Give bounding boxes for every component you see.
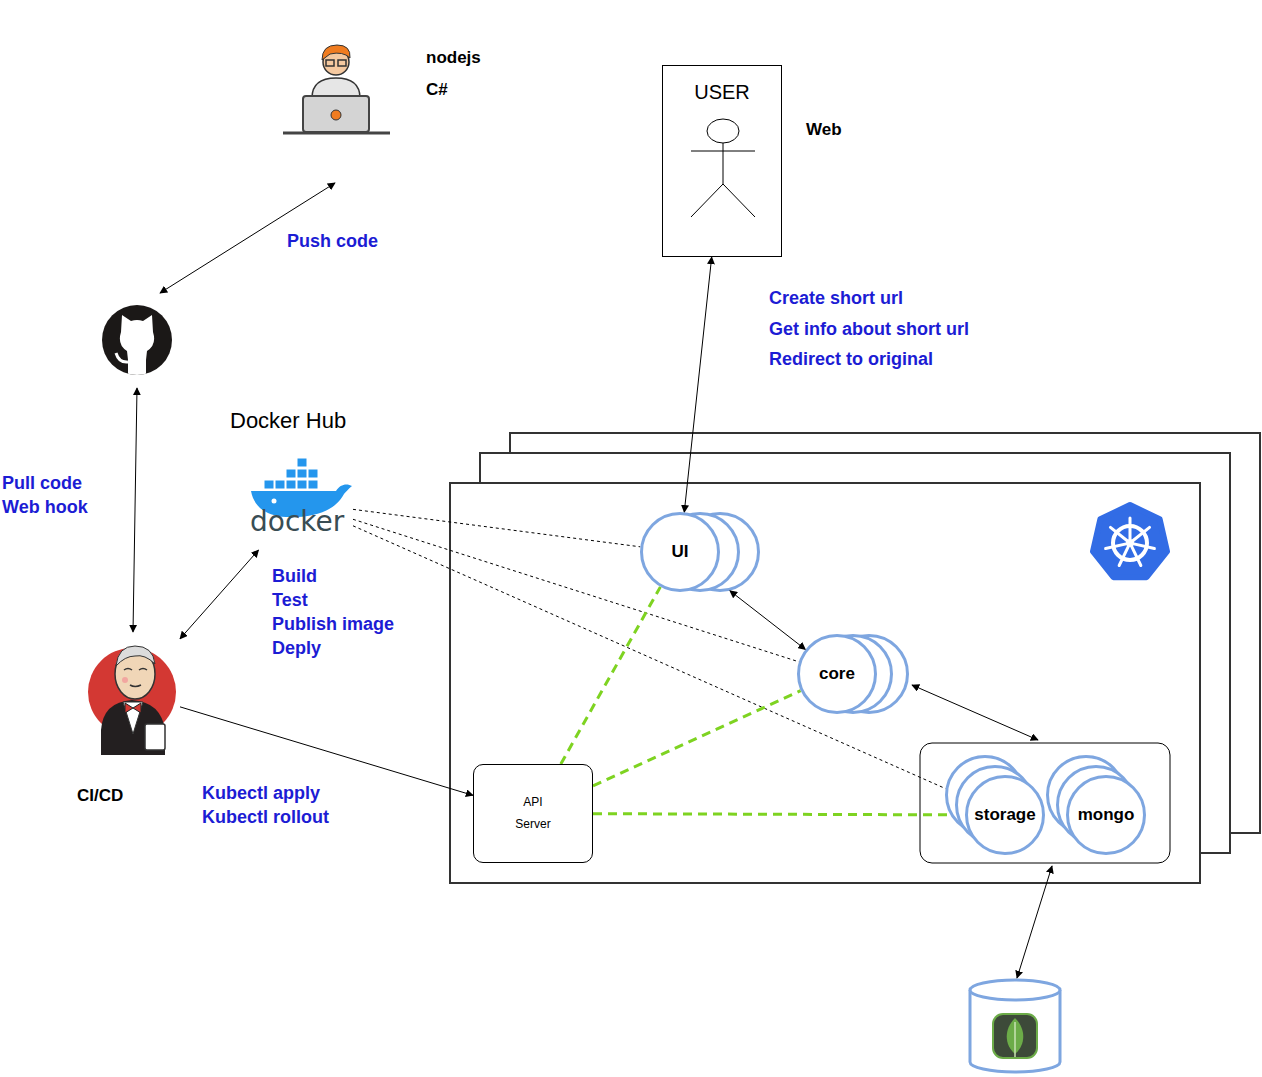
kubernetes-logo [1093,505,1167,577]
tech-stack-note: nodejsC# [426,45,516,109]
jenkins-cicd: CI/CD [85,630,180,755]
build-connector [180,550,259,639]
db-arrow [1017,866,1052,978]
cluster-frame [450,483,1200,883]
node-heading: Docker Hub [230,408,346,434]
database-cylinder [970,980,1060,1072]
action-label: Get info about short url [769,318,969,340]
action-label: Create short url [769,287,903,309]
core-service: core [797,634,877,714]
node-icon [248,455,353,550]
control-plane-line [561,587,661,764]
pull-arrow [133,388,137,632]
user-actor-box: USER [662,65,782,257]
ui-service: UI [640,512,720,592]
docker-hub-registry: Docker Hub [248,455,353,550]
service-connector [730,591,806,650]
control-plane-line [593,691,801,786]
docker-whale [248,455,353,515]
data-arrow [912,685,1038,740]
step-label: Kubectl rollout [202,806,329,828]
node-label: core [819,664,855,684]
step-label: Build [272,565,317,587]
request-connector [684,257,711,512]
node-label: storage [974,805,1035,825]
step-label: Web hook [2,496,88,518]
push-arrow [160,183,335,293]
channel-label: Web [806,119,842,141]
node-label: API Server [511,792,555,835]
pod-group-box [920,743,1170,863]
step-label: Test [272,589,308,611]
developer-icon [283,45,390,133]
node-label: mongo [1078,805,1135,825]
jenkins-butler [85,630,180,755]
action-label: Redirect to original [769,348,933,370]
image-pull-line [353,509,640,546]
step-label: Push code [287,230,378,252]
image-pull-line [353,519,799,662]
step-label: Deply [272,637,321,659]
deploy-connector [180,707,473,796]
api-server-box: API Server [473,764,593,863]
node-label: UI [672,542,689,562]
node-heading: CI/CD [77,786,123,806]
node-label: nodejs [426,45,516,71]
node-label: C# [426,77,516,103]
mongo-service: mongo [1066,775,1146,855]
storage-service: storage [965,775,1045,855]
node-icon [85,630,180,755]
step-label: Pull code [2,472,82,494]
step-label: Kubectl apply [202,782,320,804]
step-label: Publish image [272,613,394,635]
control-plane-line [593,814,950,815]
github-icon [102,305,172,380]
node-label: USER [694,74,750,110]
